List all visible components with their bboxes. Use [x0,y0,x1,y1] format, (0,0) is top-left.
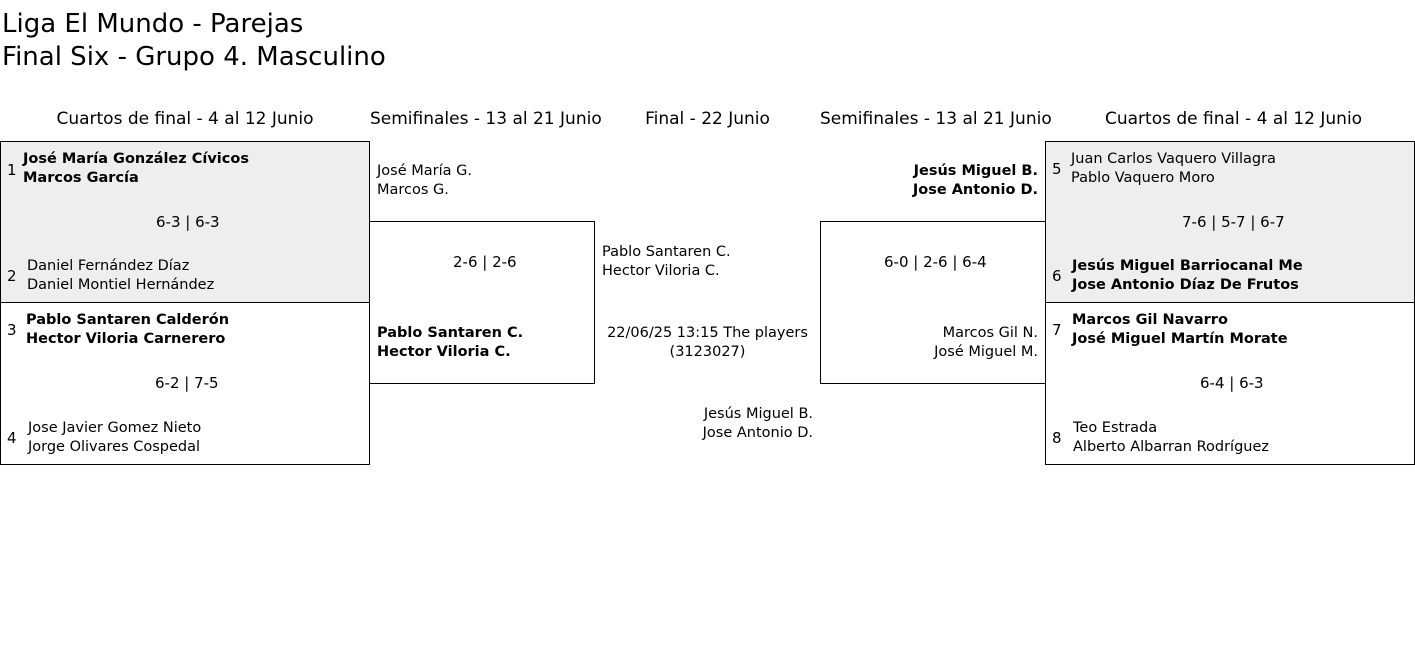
seed-number: 2 [7,267,17,285]
match-score: 7-6 | 5-7 | 6-7 [1182,213,1285,231]
player-name: Jose Antonio D. [702,425,813,441]
player-name: Jose Javier Gomez Nieto [28,420,202,436]
player-name: Jesús Miguel B. [913,163,1038,179]
seed-number: 5 [1052,160,1062,178]
final-match-id: (3123027) [669,344,746,360]
qf-left-match-1[interactable]: 1 José María González Cívicos Marcos Gar… [0,141,370,303]
final-match-info[interactable]: 22/06/25 13:15 The players (3123027) [595,324,820,362]
match-score: 6-3 | 6-3 [156,213,220,231]
player-name: Daniel Fernández Díaz [27,258,190,274]
team-names: Daniel Fernández Díaz Daniel Montiel Her… [27,257,214,295]
player-name: Jesús Miguel B. [703,406,813,422]
player-name: Daniel Montiel Hernández [27,277,215,293]
player-name: Marcos Gil Navarro [1072,312,1228,328]
qf-right-match-2[interactable]: 7 Marcos Gil Navarro José Miguel Martín … [1045,302,1415,465]
qf-right-match-1[interactable]: 5 Juan Carlos Vaquero Villagra Pablo Vaq… [1045,141,1415,303]
header-sf-right: Semifinales - 13 al 21 Junio [820,109,1052,129]
player-name: José María G. [377,163,472,179]
header-sf-left: Semifinales - 13 al 21 Junio [370,109,602,129]
sf-right-match[interactable]: 6-0 | 2-6 | 6-4 Marcos Gil N. José Migue… [820,221,1046,384]
match-score: 6-0 | 2-6 | 6-4 [884,253,987,271]
player-name: Marcos García [23,170,139,186]
player-name: Pablo Santaren C. [602,244,731,260]
sf-left-team-a: José María G. Marcos G. [377,162,472,200]
sf-right-team-b: Marcos Gil N. José Miguel M. [821,324,1038,362]
final-team-a: Pablo Santaren C. Hector Viloria C. [602,243,731,281]
seed-number: 6 [1052,267,1062,285]
player-name: Marcos Gil N. [942,325,1038,341]
seed-number: 8 [1052,429,1062,447]
final-date-venue: 22/06/25 13:15 The players [607,325,808,341]
sf-right-team-a: Jesús Miguel B. Jose Antonio D. [820,162,1038,200]
player-name: Hector Viloria C. [602,263,720,279]
seed-number: 3 [7,321,17,339]
player-name: José Miguel M. [934,344,1038,360]
qf-left-match-2[interactable]: 3 Pablo Santaren Calderón Hector Viloria… [0,302,370,465]
player-name: José María González Cívicos [23,151,249,167]
match-score: 6-2 | 7-5 [155,374,219,392]
page-subtitle: Final Six - Grupo 4. Masculino [2,42,386,72]
player-name: Jose Antonio Díaz De Frutos [1072,277,1299,293]
player-name: Pablo Santaren Calderón [26,312,230,328]
player-name: Jose Antonio D. [912,182,1038,198]
player-name: Jorge Olivares Cospedal [28,439,201,455]
player-name: José Miguel Martín Morate [1072,331,1288,347]
player-name: Hector Viloria C. [377,344,511,360]
seed-number: 7 [1052,321,1062,339]
player-name: Pablo Santaren C. [377,325,524,341]
player-name: Teo Estrada [1073,420,1158,436]
sf-left-team-b: Pablo Santaren C. Hector Viloria C. [377,324,523,362]
player-name: Marcos G. [377,182,449,198]
player-name: Hector Viloria Carnerero [26,331,226,347]
header-qf-right: Cuartos de final - 4 al 12 Junio [1105,109,1363,129]
match-score: 6-4 | 6-3 [1200,374,1264,392]
team-names: Juan Carlos Vaquero Villagra Pablo Vaque… [1071,150,1276,188]
header-final: Final - 22 Junio [645,109,770,129]
sf-left-match[interactable]: 2-6 | 2-6 Pablo Santaren C. Hector Vilor… [369,221,595,384]
match-score: 2-6 | 2-6 [453,253,517,271]
final-team-b: Jesús Miguel B. Jose Antonio D. [595,405,813,443]
team-names: Jose Javier Gomez Nieto Jorge Olivares C… [28,419,201,457]
team-names: Teo Estrada Alberto Albarran Rodríguez [1073,419,1269,457]
player-name: Juan Carlos Vaquero Villagra [1071,151,1276,167]
team-names: Marcos Gil Navarro José Miguel Martín Mo… [1072,311,1288,349]
player-name: Pablo Vaquero Moro [1071,170,1215,186]
team-names: Jesús Miguel Barriocanal Me Jose Antonio… [1072,257,1303,295]
page-title: Liga El Mundo - Parejas [2,9,304,39]
player-name: Alberto Albarran Rodríguez [1073,439,1270,455]
seed-number: 1 [7,161,17,179]
player-name: Jesús Miguel Barriocanal Me [1072,258,1303,274]
qf-right-column: 5 Juan Carlos Vaquero Villagra Pablo Vaq… [1045,141,1415,471]
seed-number: 4 [7,429,17,447]
team-names: José María González Cívicos Marcos Garcí… [23,150,249,188]
header-qf-left: Cuartos de final - 4 al 12 Junio [56,109,314,129]
team-names: Pablo Santaren Calderón Hector Viloria C… [26,311,229,349]
